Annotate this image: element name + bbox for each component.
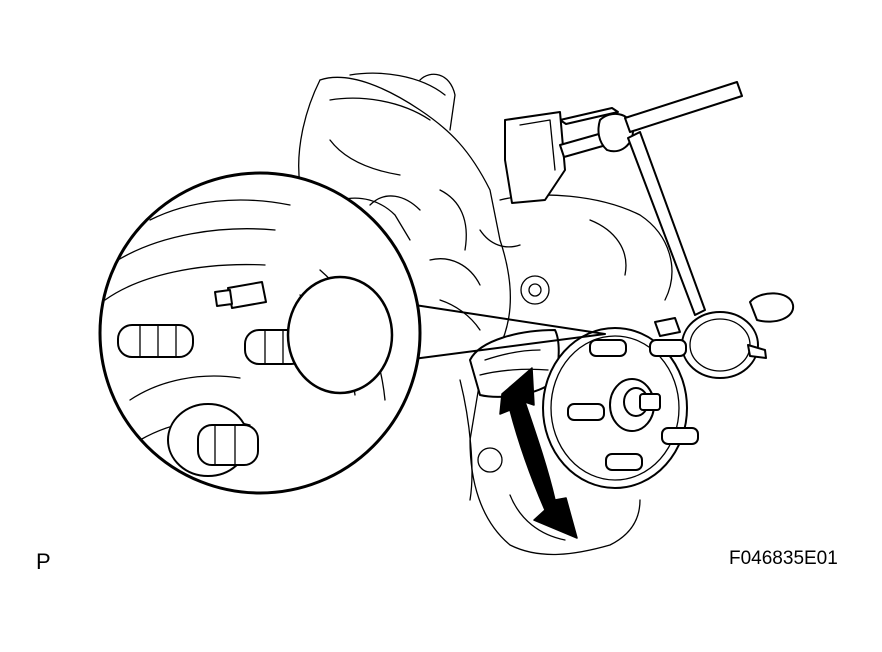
rotation-arrow-icon xyxy=(499,367,578,539)
corner-letter: P xyxy=(36,549,51,574)
magnified-detail xyxy=(98,171,422,495)
axle-hub xyxy=(469,327,699,489)
detail-gauge-tip xyxy=(286,275,394,395)
callout-pointer xyxy=(381,299,606,363)
dial-gauge xyxy=(654,311,767,379)
detail-studs xyxy=(117,324,306,477)
hub-studs xyxy=(567,339,699,471)
figure-code: F046835E01 xyxy=(729,548,838,569)
dial-indicator-stand xyxy=(504,81,795,323)
